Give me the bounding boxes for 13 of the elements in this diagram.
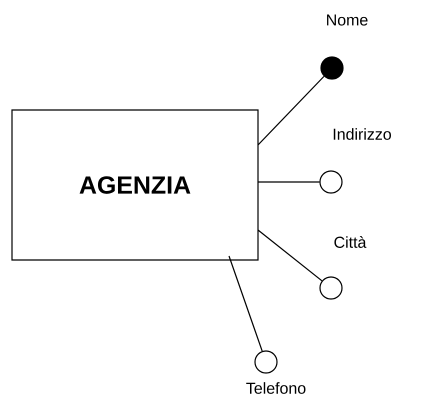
connector-line xyxy=(258,181,320,183)
attribute-label: Indirizzo xyxy=(334,128,391,140)
attribute-circle xyxy=(319,276,343,300)
connector-line xyxy=(258,76,324,146)
attribute-circle xyxy=(254,350,278,374)
attribute-label: Nome xyxy=(327,14,368,26)
attribute-label: Telefono xyxy=(246,382,306,394)
attribute-label: Città xyxy=(334,236,366,248)
attribute-circle xyxy=(319,170,343,194)
connector-line xyxy=(228,256,263,352)
connector-line xyxy=(258,230,322,282)
key-attribute-dot xyxy=(320,56,344,80)
entity-box: AGENZIA xyxy=(11,109,259,261)
